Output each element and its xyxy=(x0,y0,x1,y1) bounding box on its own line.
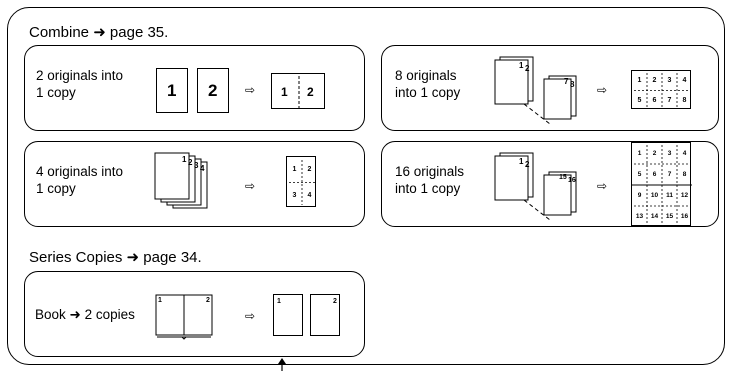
page-number: 3 xyxy=(194,161,199,170)
grid-cell: 3 xyxy=(292,191,297,199)
grid-cell: 1 xyxy=(637,150,642,157)
result-copy-2: 2 xyxy=(310,294,340,336)
arrow-right-icon: ⇨ xyxy=(245,309,256,323)
result-number: 1 xyxy=(281,85,288,99)
grid-dividers xyxy=(289,160,315,205)
page-stack-illustration xyxy=(494,152,577,221)
grid-dividers xyxy=(632,145,692,225)
original-page-1: 1 xyxy=(156,68,188,113)
grid-cell: 1 xyxy=(292,166,297,173)
page-number: 8 xyxy=(570,80,575,89)
grid-cell: 13 xyxy=(635,213,644,220)
page-stack-illustration xyxy=(494,56,577,125)
page-number: 2 xyxy=(525,160,530,169)
grid-cell: 3 xyxy=(667,77,672,84)
grid-cell: 7 xyxy=(667,171,672,178)
arrow-right-icon: ⇨ xyxy=(597,179,608,193)
page-number: 15 xyxy=(559,174,567,181)
result-copy: 1 2 3 4 xyxy=(286,156,316,207)
page-number: 1 xyxy=(158,297,162,304)
result-number: 2 xyxy=(307,85,314,99)
combine-heading: Combine ➜ page 35. xyxy=(29,24,169,41)
panel-book: Book ➜ 2 copies 1 2 ⇨ 1 2 xyxy=(24,271,365,357)
grid-cell: 4 xyxy=(682,77,687,84)
grid-cell: 8 xyxy=(682,96,687,104)
panel-label: 8 originals into 1 copy xyxy=(395,67,460,101)
panel-label: Book ➜ 2 copies xyxy=(35,307,135,322)
page-number: 2 xyxy=(525,64,530,73)
callout-arrow-icon xyxy=(278,358,286,371)
grid-cell: 9 xyxy=(637,192,642,199)
grid-cell: 10 xyxy=(650,192,659,199)
series-heading: Series Copies ➜ page 34. xyxy=(29,249,202,266)
arrow-right-icon: ⇨ xyxy=(245,179,256,193)
page-number: 1 xyxy=(182,155,187,164)
grid-cell: 16 xyxy=(680,213,689,220)
page-number: 7 xyxy=(564,77,569,86)
grid-dividers xyxy=(634,73,690,108)
arrow-right-icon: ⇨ xyxy=(597,83,608,97)
panel-label: 4 originals into 1 copy xyxy=(36,163,123,197)
arrow-right-icon: ⇨ xyxy=(245,83,256,97)
page-number: 2 xyxy=(208,81,218,100)
grid-cell: 6 xyxy=(652,171,657,178)
result-copy: 1 2 3 4 5 6 7 8 xyxy=(631,70,691,109)
label-line: into 1 copy xyxy=(395,85,461,100)
grid-cell: 8 xyxy=(682,171,687,178)
label-line: 8 originals xyxy=(395,68,457,83)
page-number: 2 xyxy=(333,298,337,305)
page-number: 2 xyxy=(188,158,193,167)
page-number: 1 xyxy=(519,157,524,166)
grid-cell: 1 xyxy=(637,77,642,84)
page-number: 2 xyxy=(206,297,210,304)
label-line: 2 originals into xyxy=(36,68,124,83)
grid-cell: 6 xyxy=(652,96,657,104)
grid-cell: 11 xyxy=(666,192,673,199)
grid-cell: 5 xyxy=(637,171,642,178)
label-line: 4 originals into xyxy=(36,164,124,179)
page-number: 16 xyxy=(568,177,576,184)
page-number: 1 xyxy=(167,81,177,100)
grid-cell: 3 xyxy=(667,150,672,157)
open-book-icon xyxy=(155,294,213,340)
label-line: 1 copy xyxy=(36,85,76,100)
grid-cell: 2 xyxy=(652,77,657,84)
grid-cell: 4 xyxy=(307,191,312,199)
page-number: 1 xyxy=(277,298,281,305)
panel-label: 2 originals into 1 copy xyxy=(36,67,123,101)
page-number: 1 xyxy=(519,61,524,70)
grid-cell: 12 xyxy=(680,192,689,199)
grid-cell: 2 xyxy=(652,150,657,157)
label-line: 1 copy xyxy=(36,181,76,196)
panel-two-originals: 2 originals into 1 copy 1 2 ⇨ 1 2 xyxy=(24,45,365,131)
original-page-2: 2 xyxy=(197,68,229,113)
page-stack-illustration xyxy=(154,152,208,209)
grid-cell: 7 xyxy=(667,96,672,104)
page-number: 4 xyxy=(200,164,205,173)
fold-divider xyxy=(298,76,300,108)
outer-frame xyxy=(7,7,725,365)
grid-cell: 14 xyxy=(650,213,659,220)
label-line: into 1 copy xyxy=(395,181,461,196)
panel-label: 16 originals into 1 copy xyxy=(395,163,464,197)
grid-cell: 4 xyxy=(682,150,687,157)
grid-cell: 15 xyxy=(665,213,674,220)
result-copy: 1 2 xyxy=(271,73,325,109)
grid-cell: 2 xyxy=(307,166,312,173)
grid-cell: 5 xyxy=(637,96,642,104)
result-copy-1: 1 xyxy=(273,294,303,336)
label-line: 16 originals xyxy=(395,164,465,179)
